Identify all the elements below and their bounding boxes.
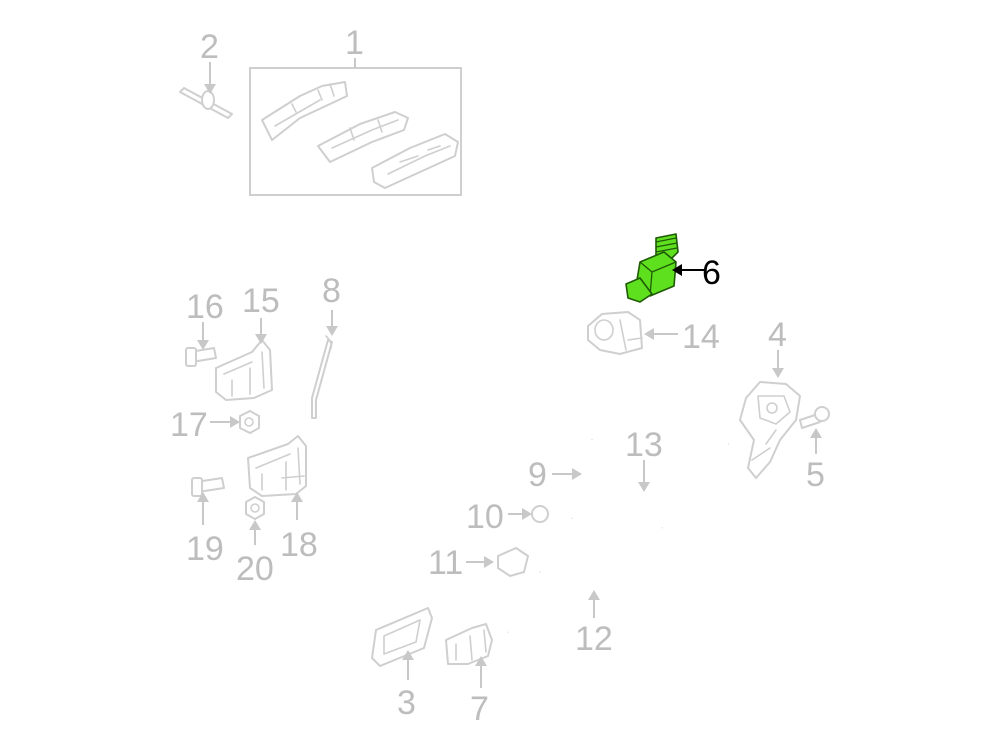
callout-16[interactable]: 16 [186, 288, 224, 326]
part-10-clip[interactable] [531, 505, 549, 523]
leaders [197, 58, 822, 688]
callout-3[interactable]: 3 [397, 684, 416, 722]
callout-15[interactable]: 15 [242, 282, 280, 320]
part-14-bracket[interactable] [587, 311, 643, 355]
part-5-screw[interactable] [799, 406, 830, 429]
callout-4[interactable]: 4 [768, 316, 787, 354]
callout-18[interactable]: 18 [280, 526, 318, 564]
part-15-upper-hinge[interactable] [215, 339, 273, 401]
part-12-rod[interactable] [507, 527, 663, 633]
part-4-latch[interactable] [739, 381, 801, 479]
part-19-bolt[interactable] [191, 477, 225, 497]
part-20-nut[interactable] [245, 496, 265, 520]
callout-13[interactable]: 13 [625, 426, 663, 464]
callout-11[interactable]: 11 [428, 544, 463, 582]
callout-8[interactable]: 8 [322, 272, 341, 310]
callout-9[interactable]: 9 [528, 456, 547, 494]
callout-14[interactable]: 14 [682, 318, 720, 356]
callout-5[interactable]: 5 [806, 456, 825, 494]
callout-2[interactable]: 2 [200, 28, 219, 66]
callouts: 1 2 3 4 5 6 7 8 9 10 11 12 13 14 15 16 1… [170, 24, 825, 728]
part-3-inside-handle[interactable] [371, 607, 433, 667]
callout-19[interactable]: 19 [186, 530, 224, 568]
part-7-bracket[interactable] [445, 623, 493, 665]
part-1-handle-kit[interactable] [249, 67, 462, 196]
callout-20[interactable]: 20 [236, 550, 274, 588]
callout-1[interactable]: 1 [345, 24, 364, 62]
callout-10[interactable]: 10 [466, 498, 504, 536]
part-16-bolt[interactable] [185, 347, 217, 367]
callout-6[interactable]: 6 [702, 254, 721, 292]
part-6-lock-actuator-highlighted[interactable] [625, 233, 679, 303]
callout-12[interactable]: 12 [575, 620, 613, 658]
part-11-clip[interactable] [497, 547, 529, 577]
part-13-rod[interactable] [539, 443, 729, 573]
callout-7[interactable]: 7 [470, 690, 489, 728]
part-18-lower-hinge[interactable] [247, 435, 307, 497]
part-2-pin[interactable] [179, 87, 233, 119]
part-9-rod[interactable] [571, 439, 593, 519]
callout-17[interactable]: 17 [170, 406, 208, 444]
part-17-nut[interactable] [239, 410, 260, 434]
part-8-rod[interactable] [311, 335, 333, 419]
